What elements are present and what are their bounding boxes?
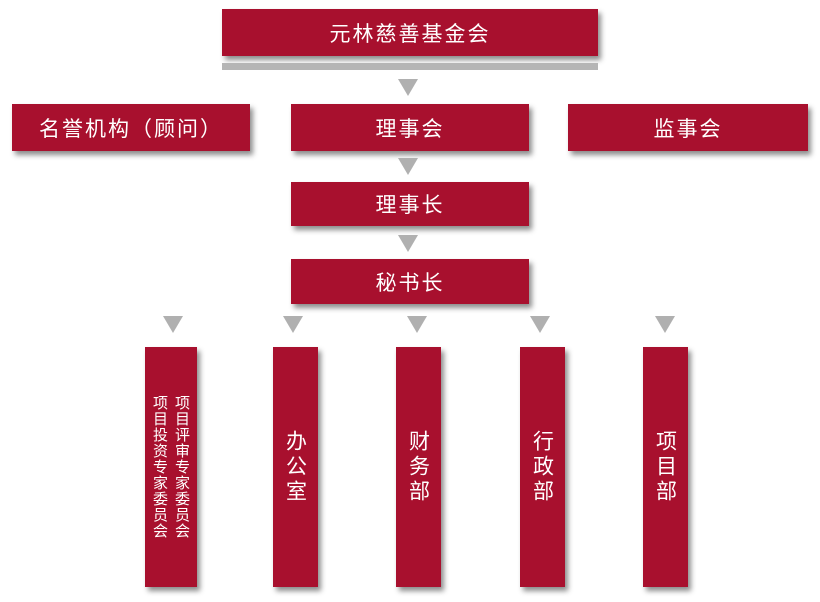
node-foundation-label: 元林慈善基金会: [329, 21, 491, 46]
arrow-down-icon: [163, 316, 183, 333]
node-secretary-general: 秘书长: [291, 259, 529, 304]
node-secretary-general-label: 秘书长: [375, 270, 445, 295]
node-administration: 行政部: [520, 347, 565, 587]
node-projects-label: 项目部: [653, 429, 678, 505]
node-expert-committees: 项目投资专家委员会 项目评审专家委员会: [145, 347, 197, 587]
arrow-down-icon: [407, 316, 427, 333]
node-review-committee-label: 项目评审专家委员会: [173, 395, 191, 539]
node-chairman-label: 理事长: [375, 193, 445, 217]
arrow-down-icon: [283, 316, 303, 333]
node-supervisory-label: 监事会: [653, 116, 723, 141]
node-finance: 财务部: [396, 347, 441, 587]
root-underline-bar: [222, 63, 598, 70]
node-projects: 项目部: [643, 347, 688, 587]
node-council: 理事会: [291, 104, 529, 151]
node-administration-label: 行政部: [530, 429, 555, 505]
node-honorary-label: 名誉机构（顾问）: [39, 116, 223, 141]
node-chairman: 理事长: [291, 182, 529, 226]
node-finance-label: 财务部: [406, 429, 431, 505]
node-supervisory: 监事会: [568, 104, 808, 151]
arrow-down-icon: [398, 235, 418, 252]
node-honorary: 名誉机构（顾问）: [12, 104, 250, 151]
node-investment-committee-label: 项目投资专家委员会: [151, 395, 169, 539]
arrow-down-icon: [530, 316, 550, 333]
node-council-label: 理事会: [375, 116, 445, 141]
arrow-down-icon: [398, 158, 418, 175]
node-foundation: 元林慈善基金会: [222, 9, 598, 56]
node-office-label: 办公室: [283, 429, 308, 505]
node-office: 办公室: [273, 347, 318, 587]
arrow-down-icon: [398, 79, 418, 96]
arrow-down-icon: [655, 316, 675, 333]
